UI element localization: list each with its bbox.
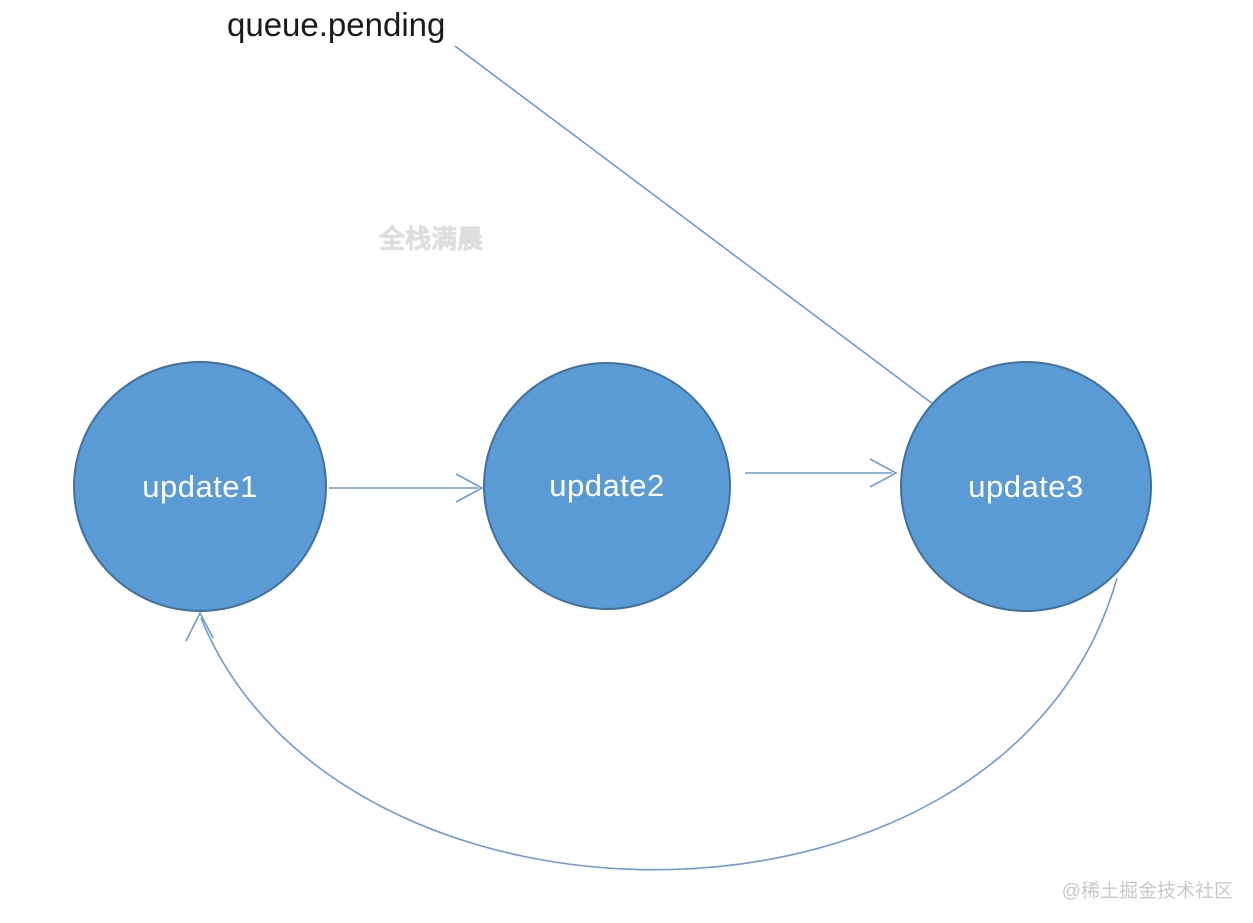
queue-pending-label: queue.pending xyxy=(227,6,446,43)
edge-update2-to-update3 xyxy=(745,458,898,488)
edge-queuepending-to-update3 xyxy=(454,45,934,405)
watermark-center: 全栈满晨 xyxy=(379,224,484,254)
node-update3-label: update3 xyxy=(968,468,1084,504)
node-update1: update1 xyxy=(73,361,327,612)
edge-update1-to-update2 xyxy=(329,473,484,503)
edge-update3-to-update1 xyxy=(185,577,1118,871)
node-update2-label: update2 xyxy=(549,468,665,503)
node-update1-label: update1 xyxy=(142,468,258,504)
arrowhead-icon xyxy=(869,458,898,488)
node-update3: update3 xyxy=(900,361,1152,612)
arrowhead-icon xyxy=(455,473,484,503)
node-update2: update2 xyxy=(483,362,731,610)
watermark-corner: @稀土掘金技术社区 xyxy=(1061,881,1233,902)
arrowhead-icon xyxy=(185,611,214,642)
